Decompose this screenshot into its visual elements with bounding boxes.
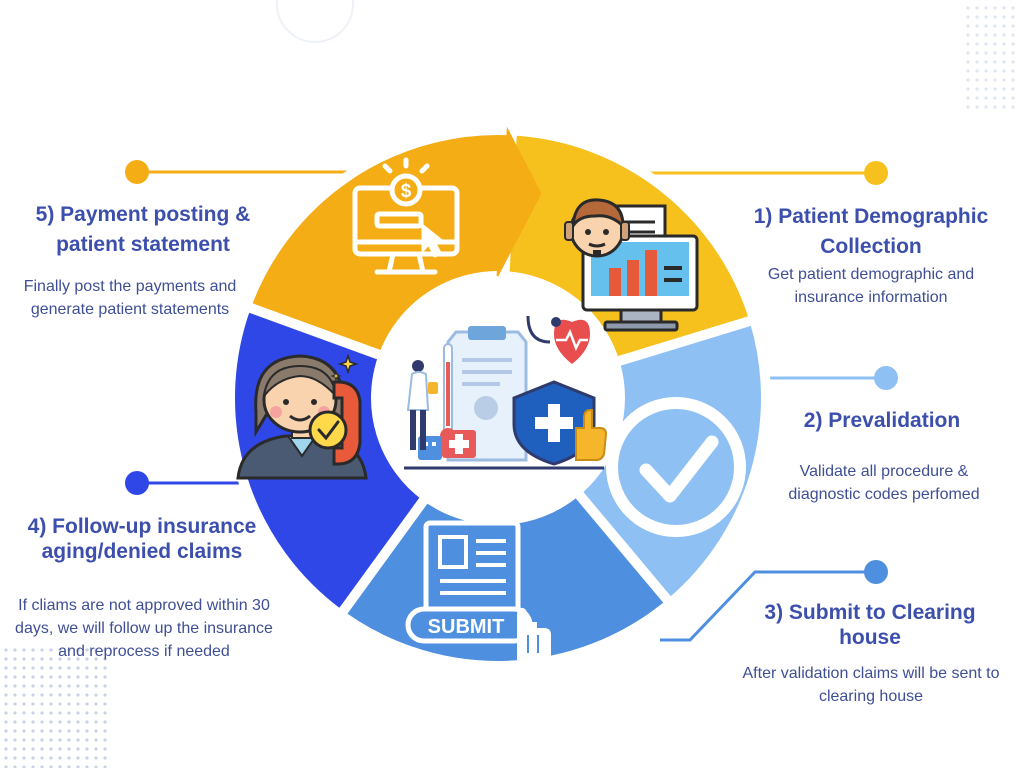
connector-step3-dot — [864, 560, 888, 584]
connector-step1-dot — [864, 161, 888, 185]
step2-description: Validate all procedure & diagnostic code… — [788, 463, 980, 503]
step4-title: 4) Follow-up insurance aging/denied clai… — [27, 515, 257, 563]
step2-title: 2) Prevalidation — [803, 409, 961, 432]
connector-step2-dot — [874, 366, 898, 390]
submit-button-text: SUBMIT — [428, 616, 505, 638]
ring-arrow-step5 — [496, 126, 542, 281]
step3-description: After validation claims will be sent to … — [742, 665, 1000, 705]
decorative-dots-top-right — [966, 6, 1015, 109]
decorative-dots-bottom-left — [4, 648, 107, 768]
step3-title: 3) Submit to Clearing house — [764, 601, 976, 649]
step5-description: Finally post the payments and generate p… — [23, 278, 237, 318]
connector-step4-dot — [125, 471, 149, 495]
check-circle-icon — [606, 397, 746, 537]
svg-text:$: $ — [401, 181, 412, 202]
submit-document-icon: SUBMIT — [405, 520, 551, 660]
step1-description: Get patient demographic and insurance in… — [767, 266, 975, 306]
healthcare-insurance-icon — [404, 315, 608, 470]
patient-demographic-monitor-icon — [564, 198, 699, 332]
connector-step3-line — [660, 570, 876, 642]
connector-dots — [125, 160, 898, 584]
phone-followup-person-icon — [236, 353, 368, 480]
step1-title: 1) Patient Demographic Collection — [753, 205, 989, 258]
decorative-ring — [276, 0, 354, 43]
connector-lines — [137, 170, 886, 642]
connector-step5-dot — [125, 160, 149, 184]
step5-title: 5) Payment posting & patient statement — [35, 203, 251, 256]
step4-description: If cliams are not approved within 30 day… — [15, 597, 273, 660]
payment-monitor-icon: $ — [352, 157, 460, 275]
